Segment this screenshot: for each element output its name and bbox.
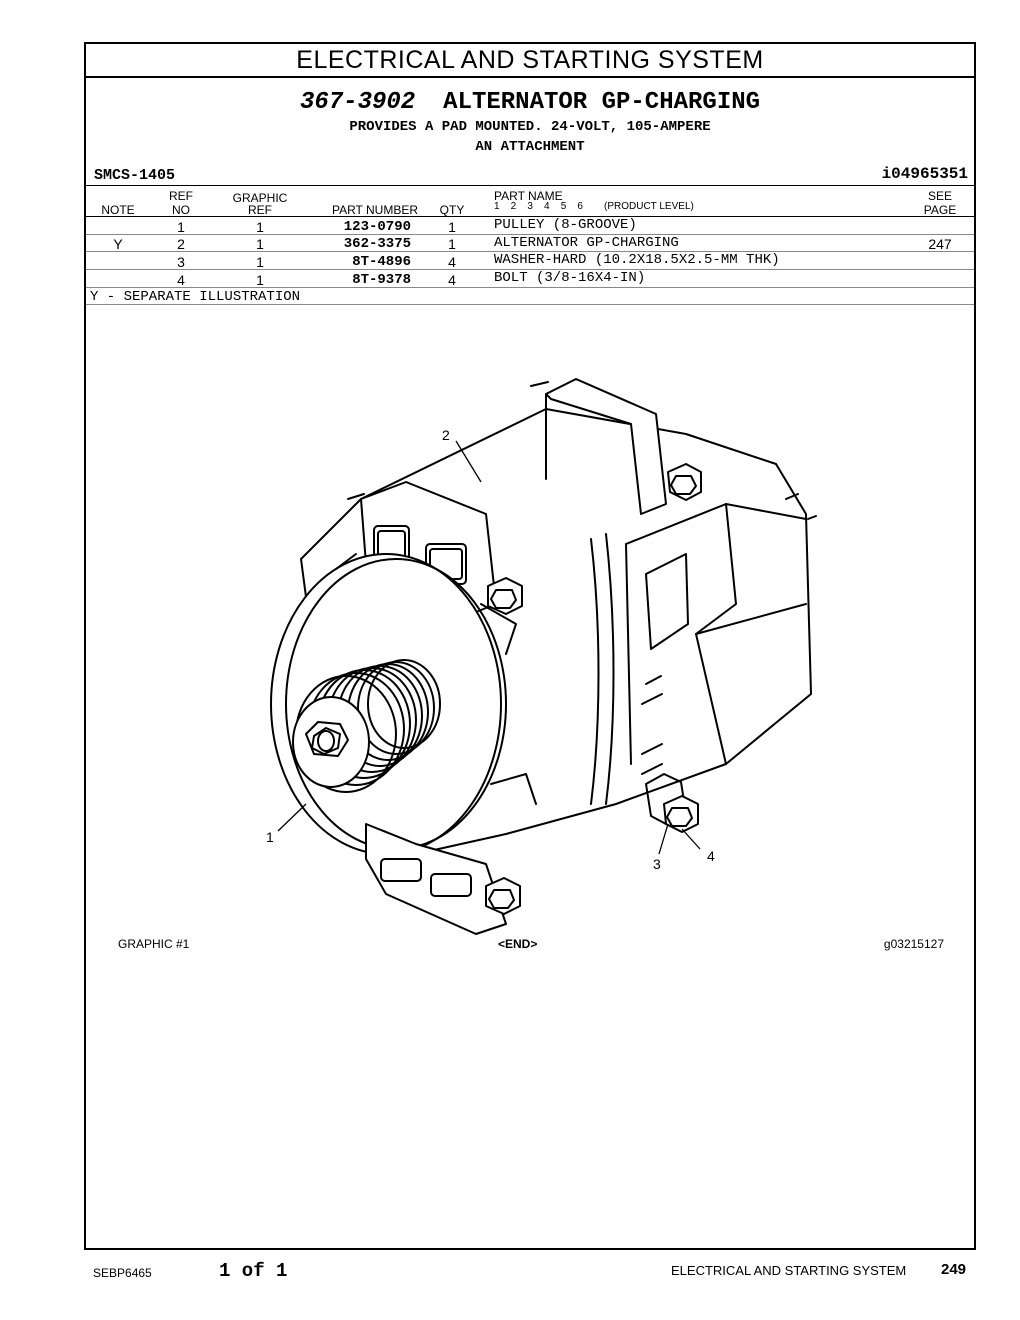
group-title: 367-3902 ALTERNATOR GP-CHARGING <box>86 89 974 116</box>
header-part-number: PART NUMBER <box>331 203 418 217</box>
row-see-page: 247 <box>928 236 952 252</box>
row-part-name: ALTERNATOR GP-CHARGING <box>494 235 679 251</box>
group-description-line1: PROVIDES A PAD MOUNTED. 24-VOLT, 105-AMP… <box>349 119 711 135</box>
divider <box>86 185 974 186</box>
document-id: i04965351 <box>881 165 968 183</box>
row-divider <box>86 234 974 235</box>
row-divider <box>86 269 974 270</box>
row-part-name: BOLT (3/8-16X4-IN) <box>494 270 646 286</box>
callout-4: 4 <box>707 848 715 864</box>
alternator-illustration: 2 1 3 4 <box>266 378 817 935</box>
smcs-code: SMCS-1405 <box>94 167 176 184</box>
row-part-number: 123-0790 <box>343 219 411 235</box>
header-product-level: (PRODUCT LEVEL) <box>604 201 694 212</box>
separate-illustration-note: Y - SEPARATE ILLUSTRATION <box>90 289 301 305</box>
row-divider <box>86 251 974 252</box>
row-graphic: 1 <box>256 236 264 252</box>
callout-1: 1 <box>266 829 274 845</box>
footer-document-number: SEBP6465 <box>93 1266 152 1280</box>
row-qty: 1 <box>448 219 456 235</box>
footer-page-of: 1 of 1 <box>219 1260 288 1282</box>
header-see-top: SEE <box>927 189 952 203</box>
header-qty: QTY <box>439 203 465 217</box>
group-description-line2: AN ATTACHMENT <box>475 139 585 155</box>
callout-3: 3 <box>653 856 661 872</box>
callout-2: 2 <box>442 427 450 443</box>
row-part-number: 8T-4896 <box>352 254 411 270</box>
divider <box>86 304 974 305</box>
footer-page-number: 249 <box>941 1261 967 1278</box>
header-see-bottom: PAGE <box>923 203 957 217</box>
header-graphic-bottom: REF <box>248 203 272 217</box>
row-ref: 1 <box>177 219 185 235</box>
row-note: Y <box>113 236 123 252</box>
row-part-name: WASHER-HARD (10.2X18.5X2.5-MM THK) <box>494 252 780 268</box>
header-graphic-top: GRAPHIC <box>232 191 288 205</box>
header-ref-bottom: NO <box>172 203 190 217</box>
row-ref: 2 <box>177 236 185 252</box>
section-title: ELECTRICAL AND STARTING SYSTEM <box>86 44 974 78</box>
header-part-name: PART NAME <box>494 189 563 203</box>
header-note: NOTE <box>101 203 135 217</box>
row-qty: 4 <box>448 254 456 270</box>
group-name: ALTERNATOR GP-CHARGING <box>443 89 761 116</box>
divider <box>86 216 974 217</box>
row-graphic: 1 <box>256 254 264 270</box>
row-graphic: 1 <box>256 219 264 235</box>
header-levels: 1 2 3 4 5 6 <box>494 201 583 212</box>
group-number: 367-3902 <box>299 89 416 116</box>
row-qty: 4 <box>448 272 456 288</box>
row-part-number: 362-3375 <box>343 236 411 252</box>
row-graphic: 1 <box>256 272 264 288</box>
row-part-number: 8T-9378 <box>352 272 411 288</box>
graphic-end: <END> <box>498 937 538 951</box>
footer-section: ELECTRICAL AND STARTING SYSTEM <box>671 1263 907 1278</box>
header-ref-top: REF <box>169 189 193 203</box>
row-part-name: PULLEY (8-GROOVE) <box>494 217 637 233</box>
row-divider <box>86 287 974 288</box>
graphic-id: g03215127 <box>883 937 944 951</box>
row-ref: 3 <box>177 254 185 270</box>
row-ref: 4 <box>177 272 185 288</box>
graphic-label: GRAPHIC #1 <box>118 937 190 951</box>
row-qty: 1 <box>448 236 456 252</box>
